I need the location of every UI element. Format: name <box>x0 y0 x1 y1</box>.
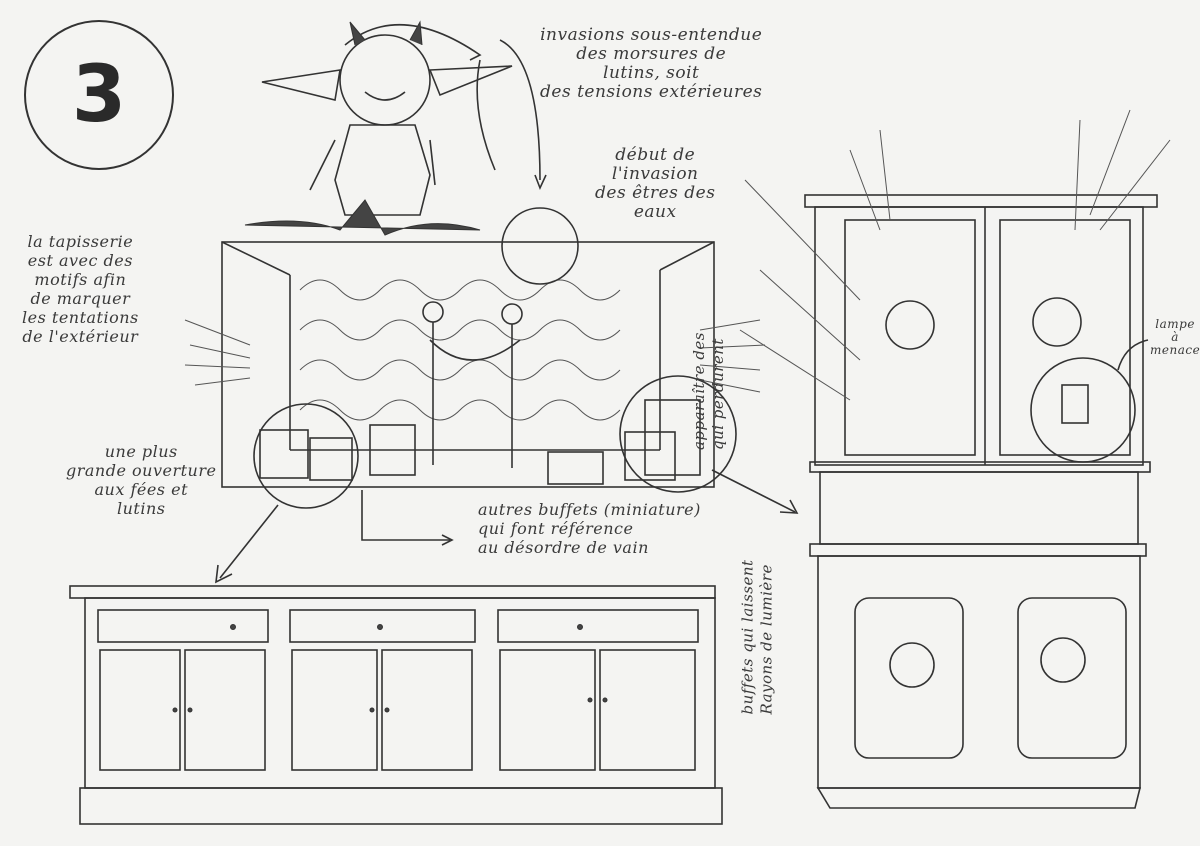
annotation-buffets-lumiere: buffets qui laissent Rayons de lumière <box>738 559 776 715</box>
annotation-debut: début de l'invasion des êtres des eaux <box>595 145 716 222</box>
long-sideboard <box>69 585 723 825</box>
annotation-invasion: invasions sous-entendue des morsures de … <box>540 25 763 102</box>
elf-figure <box>244 20 513 236</box>
display-box <box>221 207 737 509</box>
tall-hutch <box>739 109 1171 809</box>
annotation-autres-buffets: autres buffets (miniature) qui font réfé… <box>478 500 701 557</box>
page-number-badge: 3 <box>24 20 174 170</box>
annotation-apparaitre: apparaître des qui perdurent <box>690 331 728 451</box>
annotation-ouverture: une plus grande ouverture aux fées et lu… <box>66 442 217 518</box>
light-rays <box>184 319 766 393</box>
annotation-lampe: lampe à menace <box>1150 317 1200 357</box>
page-number: 3 <box>71 50 127 140</box>
annotation-tapisserie: la tapisserie est avec des motifs afin d… <box>22 232 139 346</box>
arrows <box>215 39 1149 584</box>
